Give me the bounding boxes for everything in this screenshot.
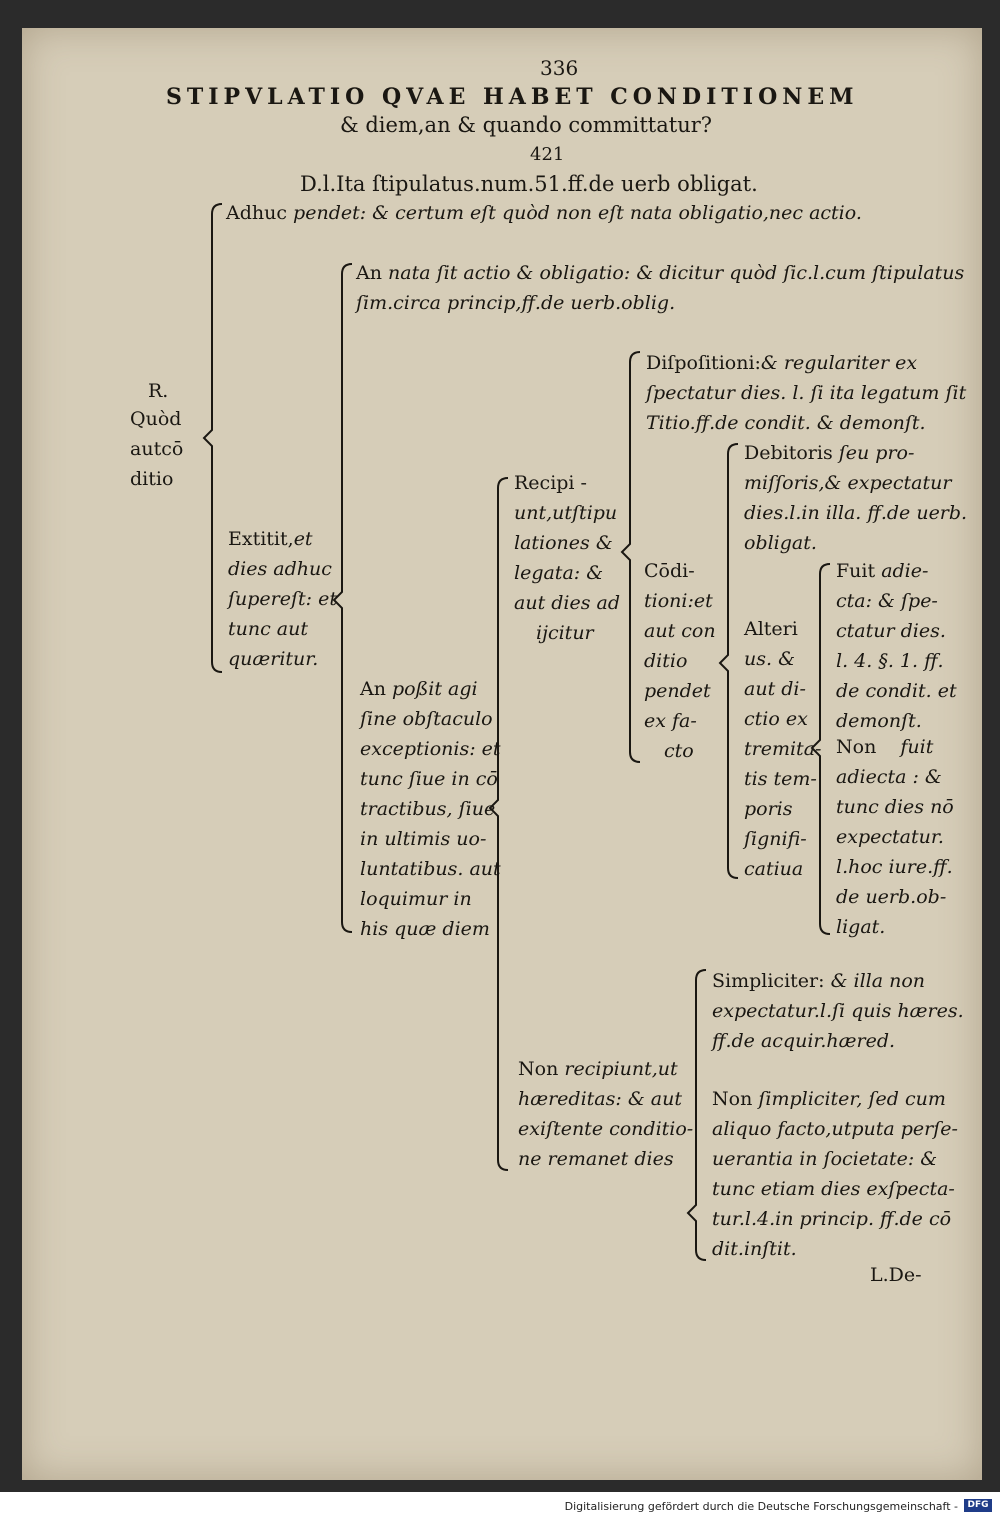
- branch-an-nata-line-2: ſim.circa princip,ff.de uerb.oblig.: [356, 292, 676, 314]
- branch-non-recipiunt-line-1: Non recipiunt,ut: [518, 1058, 678, 1080]
- branch-extitit-line-3: ſupereſt: et: [228, 588, 337, 610]
- branch-an-possit-line-4: tunc ſiue in cō: [360, 768, 498, 790]
- branch-non-fuit-line-5: l.hoc iure.ff.: [836, 856, 953, 878]
- branch-an-possit-line-5: tractibus, ſiue: [360, 798, 496, 820]
- branch-non-simpliciter-line-1: Non ſimpliciter, ſed cum: [712, 1088, 946, 1110]
- branch-non-recipiunt-line-2: hæreditas: & aut: [518, 1088, 682, 1110]
- branch-alterius-line-6: poris: [744, 798, 793, 820]
- branch-alterius-line-4: tremita-: [744, 738, 822, 760]
- branch-extitit-line-4: tunc aut: [228, 618, 308, 640]
- root-word-1: Quòd: [130, 408, 182, 430]
- branch-alterius-line-5: tis tem-: [744, 768, 817, 790]
- footer-credit: Digitalisierung gefördert durch die Deut…: [564, 1500, 958, 1513]
- page-subtitle: & diem,an & quando committatur?: [340, 113, 713, 137]
- branch-an-possit-line-8: loquimur in: [360, 888, 472, 910]
- branch-recipiunt-lead: Recipi -: [514, 472, 587, 494]
- branch-non-fuit-line-7: ligat.: [836, 916, 886, 938]
- branch-recipiunt-line-3: legata: &: [514, 562, 604, 584]
- branch-an-possit-line-9: his quæ diem: [360, 918, 490, 940]
- branch-extitit-line-2: dies adhuc: [228, 558, 332, 580]
- root-word-3: ditio: [130, 468, 174, 490]
- branch-non-fuit-line-6: de uerb.ob-: [836, 886, 947, 908]
- branch-conditioni-line-2: aut con: [644, 620, 716, 642]
- branch-an-possit-line-7: luntatibus. aut: [360, 858, 501, 880]
- branch-recipiunt-line-2: lationes &: [514, 532, 613, 554]
- branch-an-possit-line-2: ſine obſtaculo: [360, 708, 493, 730]
- bracket-non-recipiunt: [686, 969, 707, 1261]
- branch-simpliciter-line-1: Simpliciter: & illa non: [712, 970, 926, 992]
- branch-conditioni-line-5: ex fa-: [644, 710, 697, 732]
- branch-conditioni-line-6: cto: [664, 740, 694, 762]
- bracket-alterius: [810, 563, 831, 935]
- section-number: 421: [530, 144, 565, 165]
- branch-non-simpliciter-line-2: aliquo facto,utputa perſe-: [712, 1118, 958, 1140]
- branch-non-simpliciter-line-4: tunc etiam dies exſpecta-: [712, 1178, 955, 1200]
- branch-alterius-line-3: ctio ex: [744, 708, 808, 730]
- branch-dispositioni-line-1: Diſpoſitioni:& regulariter ex: [646, 352, 918, 374]
- branch-alterius-line-7: ſignifi-: [744, 828, 807, 850]
- footer-bar: Digitalisierung gefördert durch die Deut…: [0, 1492, 1000, 1520]
- branch-fuit-line-4: l. 4. §. 1. ff.: [836, 650, 944, 672]
- branch-recipiunt-line-4: aut dies ad: [514, 592, 621, 614]
- branch-non-fuit-line-4: expectatur.: [836, 826, 944, 848]
- branch-recipiunt-line-5: ijcitur: [536, 622, 594, 644]
- branch-dispositioni-line-2: ſpectatur dies. l. ſi ita legatum ſit: [646, 382, 967, 404]
- branch-conditioni-line-1: tioni:et: [644, 590, 713, 612]
- branch-non-simpliciter-line-3: uerantia in ſocietate: &: [712, 1148, 938, 1170]
- branch-an-nata-line-1: An nata ſit actio & obligatio: & dicitur…: [356, 262, 965, 284]
- branch-debitoris-line-4: obligat.: [744, 532, 817, 554]
- branch-conditioni-line-4: pendet: [644, 680, 711, 702]
- page-title: STIPVLATIO QVAE HABET CONDITIONEM: [166, 84, 859, 110]
- branch-an-possit-line-1: An poßit agi: [360, 678, 478, 700]
- bracket-an-possit: [488, 477, 509, 1171]
- branch-extitit-line-1: Extitit,et: [228, 528, 313, 550]
- branch-non-recipiunt-line-3: exiſtente conditio-: [518, 1118, 694, 1140]
- branch-dispositioni-line-3: Titio.ff.de condit. & demonſt.: [646, 412, 926, 434]
- branch-non-recipiunt-line-4: ne remanet dies: [518, 1148, 674, 1170]
- catchword: L.De-: [870, 1264, 922, 1286]
- branch-alterius-line-1: us. &: [744, 648, 795, 670]
- bracket-recipiunt: [620, 351, 641, 763]
- branch-alterius-line-8: catiua: [744, 858, 804, 880]
- dfg-logo-icon: DFG: [964, 1499, 992, 1512]
- branch-non-fuit-line-1: Non fuit: [836, 736, 934, 758]
- branch-extitit-line-5: quæritur.: [228, 648, 319, 670]
- branch-alterius-line-2: aut di-: [744, 678, 806, 700]
- branch-debitoris-line-3: dies.l.in illa. ff.de uerb.: [744, 502, 968, 524]
- root-word-2: autcō: [130, 438, 184, 460]
- branch-recipiunt-line-1: unt,utſtipu: [514, 502, 618, 524]
- branch-simpliciter-line-3: ff.de acquir.hæred.: [712, 1030, 896, 1052]
- citation: D.l.Ita ſtipulatus.num.51.ff.de uerb obl…: [300, 172, 758, 196]
- branch-alterius-lead: Alteri: [744, 618, 798, 640]
- branch-non-fuit-line-3: tunc dies nō: [836, 796, 954, 818]
- branch-adhuc: Adhuc pendet: & certum eſt quòd non eſt …: [226, 202, 862, 224]
- branch-non-fuit-line-2: adiecta : &: [836, 766, 942, 788]
- branch-non-simpliciter-line-6: dit.inſtit.: [712, 1238, 797, 1260]
- branch-an-possit-line-6: in ultimis uo-: [360, 828, 487, 850]
- page-number: 336: [540, 56, 579, 80]
- branch-fuit-line-5: de condit. et: [836, 680, 957, 702]
- branch-simpliciter-line-2: expectatur.l.ſi quis hæres.: [712, 1000, 964, 1022]
- bracket-conditioni: [718, 443, 739, 879]
- branch-conditioni-lead: Cōdi-: [644, 560, 695, 582]
- branch-debitoris-line-1: Debitoris ſeu pro-: [744, 442, 915, 464]
- branch-fuit-line-6: demonſt.: [836, 710, 922, 732]
- branch-fuit-line-2: cta: & ſpe-: [836, 590, 938, 612]
- bracket-root: [202, 203, 223, 673]
- branch-debitoris-line-2: miſſoris,& expectatur: [744, 472, 952, 494]
- branch-fuit-line-1: Fuit adie-: [836, 560, 929, 582]
- root-mark: R.: [148, 380, 169, 402]
- bracket-extitit: [332, 263, 353, 933]
- book-page: [22, 28, 982, 1480]
- branch-non-simpliciter-line-5: tur.l.4.in princip. ff.de cō: [712, 1208, 952, 1230]
- branch-an-possit-line-3: exceptionis: et: [360, 738, 501, 760]
- branch-fuit-line-3: ctatur dies.: [836, 620, 946, 642]
- branch-conditioni-line-3: ditio: [644, 650, 688, 672]
